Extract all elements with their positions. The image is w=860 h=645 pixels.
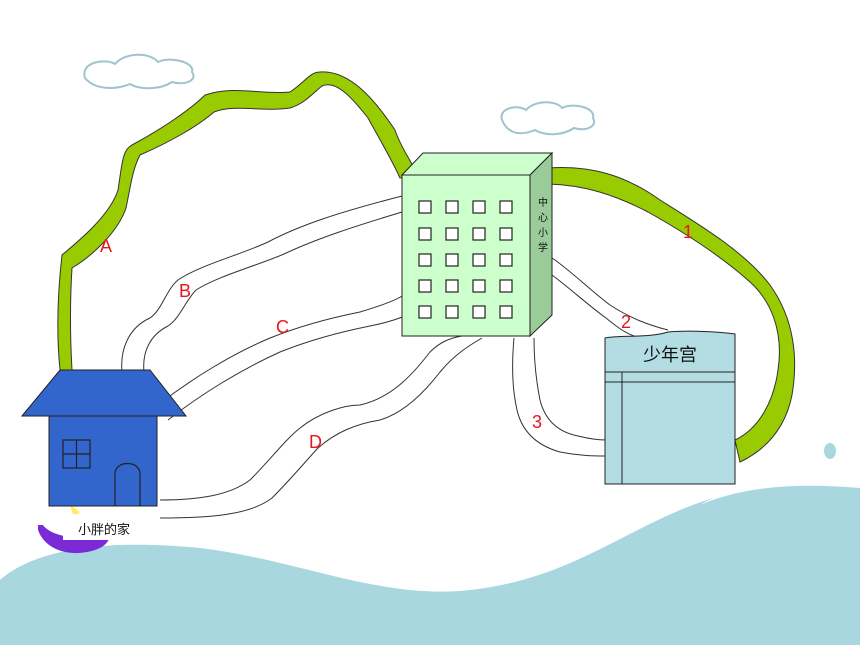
school-building: 中心小学 <box>400 151 554 338</box>
route-label-3: 3 <box>532 412 542 432</box>
school-window <box>499 227 513 241</box>
school-window <box>445 279 459 293</box>
white-roads <box>121 195 669 519</box>
school-top <box>400 152 554 176</box>
route-d-edge-inner <box>159 337 483 519</box>
school-window <box>445 227 459 241</box>
route-label-d: D <box>309 432 322 452</box>
route-3-edge-outer <box>512 337 607 457</box>
school-window <box>445 253 459 267</box>
school-window <box>472 305 486 319</box>
school-window <box>499 200 513 214</box>
school-window <box>472 253 486 267</box>
route-label-b: B <box>179 281 191 301</box>
school-window <box>418 200 432 214</box>
school-windows <box>418 200 513 319</box>
school-window <box>472 200 486 214</box>
home-label: 小胖的家 <box>78 522 130 538</box>
water-wave <box>0 482 860 645</box>
house-roof <box>20 369 188 417</box>
school-window <box>418 253 432 267</box>
route-c-edge-inner <box>167 313 411 421</box>
house-yellow-accent <box>70 505 80 518</box>
route-a-path <box>57 71 419 371</box>
house: 小胖的家 <box>20 369 188 554</box>
route-3-edge-inner <box>533 337 607 441</box>
school-label: 中心小学 <box>536 196 548 257</box>
route-b-edge-outer <box>121 195 403 373</box>
route-labels: A B C D 1 2 3 <box>100 222 693 452</box>
school-window <box>499 305 513 319</box>
palace-label: 少年宫 <box>643 345 697 366</box>
route-label-a: A <box>100 236 112 256</box>
cloud-right <box>500 101 596 136</box>
school-window <box>445 200 459 214</box>
route-label-1: 1 <box>683 222 693 242</box>
school-window <box>472 279 486 293</box>
palace-body <box>604 371 736 485</box>
route-2-edge-inner <box>551 274 641 339</box>
route-b-edge-inner <box>143 211 403 373</box>
school-window <box>418 305 432 319</box>
school-window <box>445 305 459 319</box>
route-d-edge-outer <box>159 335 463 501</box>
route-2-edge-outer <box>551 257 669 331</box>
youth-palace: 少年宫 <box>604 330 736 485</box>
school-window <box>418 279 432 293</box>
palace-roof <box>604 330 736 373</box>
school-window <box>499 279 513 293</box>
water-crest <box>700 475 860 505</box>
water-drop <box>824 443 836 459</box>
house-body <box>48 415 158 507</box>
school-window <box>499 253 513 267</box>
route-label-2: 2 <box>621 312 631 332</box>
cloud-left <box>83 53 195 90</box>
school-window <box>472 227 486 241</box>
route-label-c: C <box>276 317 289 337</box>
route-1-path <box>547 167 796 463</box>
house-door <box>114 462 141 506</box>
school-window <box>418 227 432 241</box>
route-c-edge-outer <box>157 295 403 406</box>
